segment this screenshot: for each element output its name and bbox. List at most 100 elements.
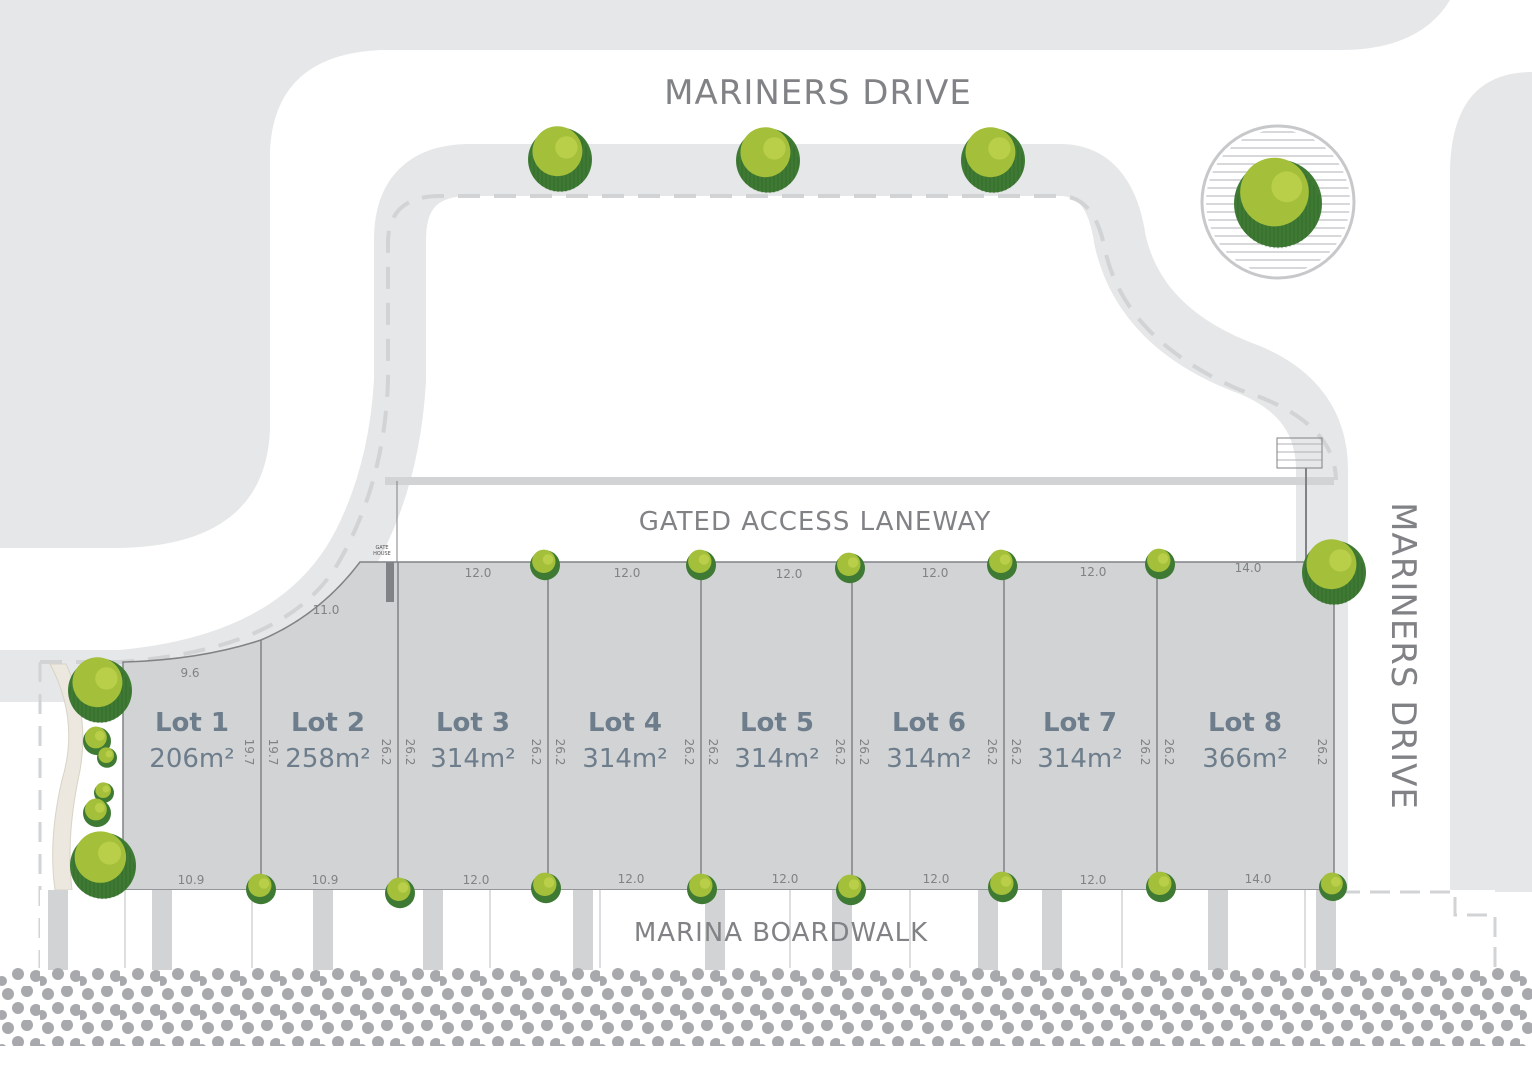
lot-name: Lot 7	[1043, 708, 1117, 738]
boardwalk-post	[48, 890, 68, 970]
tree-icon	[836, 874, 866, 906]
tree-icon	[246, 873, 276, 905]
lot-depth-left: 26.2	[1009, 739, 1023, 766]
tree-icon	[961, 127, 1025, 194]
lot-frontage-bottom: 10.9	[178, 873, 205, 887]
road-label-gated-laneway: GATED ACCESS LANEWAY	[639, 507, 992, 537]
footpath-loop	[0, 144, 1348, 892]
lot-frontage-top: 14.0	[1235, 561, 1262, 575]
lot-5[interactable]: Lot 5 314m² 12.0 12.0 26.2 26.2	[706, 567, 847, 886]
lot-area: 314m²	[734, 744, 819, 774]
lot-area: 314m²	[1037, 744, 1122, 774]
road-label-mariners-drive-top: MARINERS DRIVE	[664, 73, 972, 113]
tree-icon	[1234, 157, 1322, 249]
tree-icon	[1319, 872, 1347, 902]
tree-icon	[1146, 871, 1176, 903]
lot-4[interactable]: Lot 4 314m² 12.0 12.0 26.2 26.2	[553, 566, 696, 886]
lot-frontage-top: 12.0	[776, 567, 803, 581]
lot-frontage-bottom: 12.0	[923, 872, 950, 886]
lot-depth-right: 26.2	[1138, 739, 1152, 766]
boardwalk-east-edge	[1340, 890, 1497, 968]
lot-frontage-bottom: 12.0	[772, 872, 799, 886]
lot-2[interactable]: Lot 2 258m² 11.0 10.9 19.7 26.2	[266, 603, 393, 887]
tree-icon	[528, 126, 592, 193]
boardwalk-post	[313, 890, 333, 970]
lot-depth-left: 26.2	[553, 739, 567, 766]
land-block-top-left	[0, 0, 1450, 548]
road-label-marina-boardwalk: MARINA BOARDWALK	[634, 918, 928, 948]
boardwalk	[40, 890, 1495, 968]
lot-frontage-bottom: 10.9	[312, 873, 339, 887]
gate-house-label-line1: GATE	[375, 545, 388, 551]
lot-frontage-bottom: 12.0	[463, 873, 490, 887]
gate-structure	[1276, 437, 1323, 469]
lot-area: 366m²	[1202, 744, 1287, 774]
lot-name: Lot 4	[588, 708, 662, 738]
lot-7[interactable]: Lot 7 314m² 12.0 12.0 26.2 26.2	[1009, 565, 1152, 887]
lot-name: Lot 6	[892, 708, 966, 738]
boardwalk-post	[978, 890, 998, 970]
lot-depth-left: 26.2	[706, 739, 720, 766]
lot-frontage-top: 9.6	[180, 666, 199, 680]
lot-depth-right: 26.2	[1315, 739, 1329, 766]
marina-water	[0, 968, 1532, 1046]
lot-frontage-top: 12.0	[1080, 565, 1107, 579]
tree-icon	[987, 549, 1017, 581]
lot-area: 314m²	[886, 744, 971, 774]
boardwalk-post	[832, 890, 852, 970]
lot-area: 258m²	[285, 744, 370, 774]
lot-name: Lot 8	[1208, 708, 1282, 738]
tree-icon	[1145, 548, 1175, 580]
lot-name: Lot 3	[436, 708, 510, 738]
footpath-dashed-edge	[40, 194, 1338, 664]
tree-icon	[988, 871, 1018, 903]
lot-frontage-bottom: 14.0	[1245, 872, 1272, 886]
tree-icon	[70, 831, 136, 900]
lot-frontage-top: 12.0	[922, 566, 949, 580]
boardwalk-post	[573, 890, 593, 970]
lot-area: 314m²	[582, 744, 667, 774]
boardwalk-post	[1042, 890, 1062, 970]
boardwalk-post	[152, 890, 172, 970]
lot-depth-right: 26.2	[833, 739, 847, 766]
lot-name: Lot 2	[291, 708, 365, 738]
land-block-right	[1450, 72, 1532, 892]
lot-depth-right: 26.2	[529, 739, 543, 766]
tree-icon	[686, 549, 716, 581]
lot-3[interactable]: Lot 3 314m² 12.0 12.0 26.2 26.2	[403, 566, 543, 887]
tree-icon	[94, 782, 114, 803]
lots-outline	[122, 561, 1335, 891]
lot-area: 314m²	[430, 744, 515, 774]
boardwalk-post	[705, 890, 725, 970]
lot-frontage-top: 12.0	[465, 566, 492, 580]
lot-depth-right: 26.2	[379, 739, 393, 766]
lot-frontage-top: 12.0	[614, 566, 641, 580]
tree-icon	[385, 877, 415, 909]
gate-house	[386, 562, 394, 602]
lot-depth-left: 26.2	[857, 739, 871, 766]
lot-depth-left: 26.2	[403, 739, 417, 766]
boardwalk-post	[1208, 890, 1228, 970]
tree-icon	[530, 549, 560, 581]
lot-frontage-bottom: 12.0	[1080, 873, 1107, 887]
lot-frontage-bottom: 12.0	[618, 872, 645, 886]
tree-icon	[687, 873, 717, 905]
lot-depth-right: 26.2	[682, 739, 696, 766]
gate-house-label-line2: HOUSE	[373, 551, 391, 557]
tree-icon	[83, 798, 111, 828]
tree-icon	[736, 127, 800, 194]
road-label-mariners-drive-right: MARINERS DRIVE	[1383, 502, 1423, 810]
lot-frontage-top: 11.0	[313, 603, 340, 617]
boardwalk-post	[1316, 890, 1336, 970]
lot-name: Lot 5	[740, 708, 814, 738]
boardwalk-post	[423, 890, 443, 970]
tree-icon	[1302, 539, 1366, 606]
lot-name: Lot 1	[155, 708, 229, 738]
lot-depth-left: 19.7	[266, 739, 280, 766]
lot-area: 206m²	[149, 744, 234, 774]
tree-icon	[531, 872, 561, 904]
